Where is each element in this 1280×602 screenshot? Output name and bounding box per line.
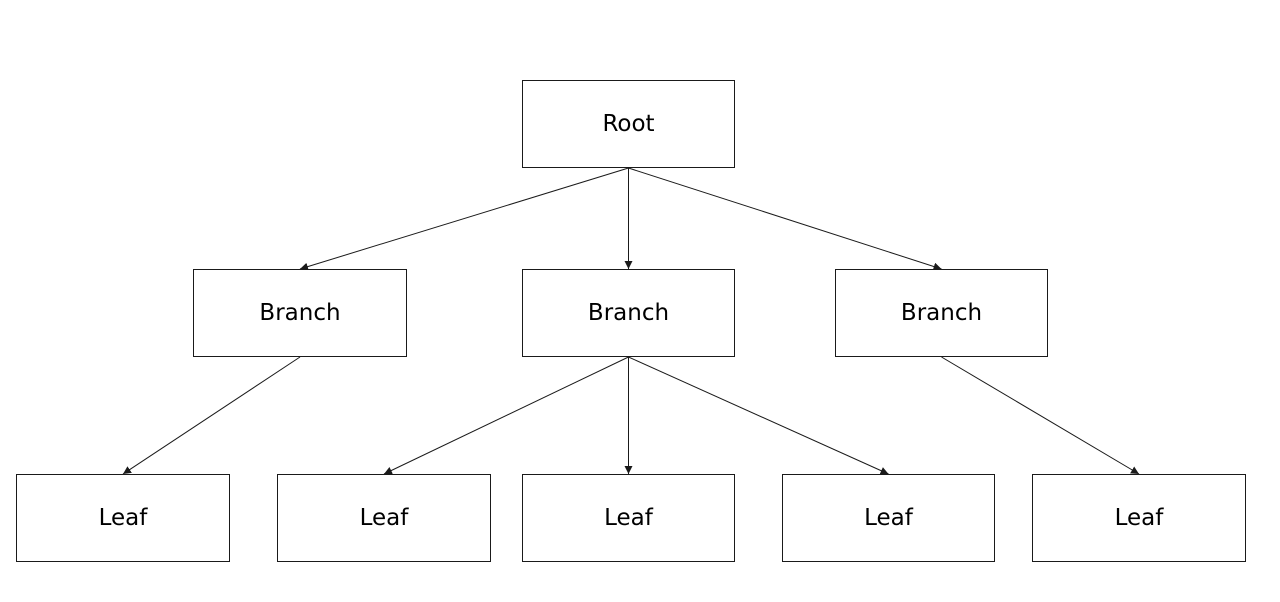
branch-label: Branch bbox=[259, 300, 341, 326]
connector-arrow-branch-1-to-leaf-1 bbox=[122, 356, 301, 475]
connector-arrow-branch-3-to-leaf-5 bbox=[941, 356, 1140, 475]
leaf-label: Leaf bbox=[98, 505, 148, 531]
root-label: Root bbox=[602, 111, 655, 137]
leaf-node: Leaf bbox=[1032, 474, 1246, 562]
branch-node: Branch bbox=[193, 269, 407, 357]
leaf-label: Leaf bbox=[864, 505, 913, 531]
connector-arrow-branch-2-to-leaf-4 bbox=[628, 356, 889, 475]
leaf-label: Leaf bbox=[604, 505, 653, 531]
branch-node: Branch bbox=[522, 269, 735, 357]
branch-label: Branch bbox=[900, 300, 983, 326]
leaf-node: Leaf bbox=[277, 474, 491, 562]
leaf-label: Leaf bbox=[359, 505, 409, 531]
root-node: Root bbox=[522, 80, 735, 168]
leaf-node: Leaf bbox=[522, 474, 735, 562]
leaf-node: Leaf bbox=[16, 474, 230, 562]
connector-arrow-root-to-branch-3 bbox=[628, 167, 942, 271]
leaf-label: Leaf bbox=[1114, 505, 1164, 531]
branch-label: Branch bbox=[587, 300, 670, 326]
connector-arrow-branch-2-to-leaf-2 bbox=[383, 356, 629, 475]
leaf-node: Leaf bbox=[782, 474, 995, 562]
connector-arrow-root-to-branch-1 bbox=[299, 167, 629, 271]
branch-node: Branch bbox=[835, 269, 1048, 357]
